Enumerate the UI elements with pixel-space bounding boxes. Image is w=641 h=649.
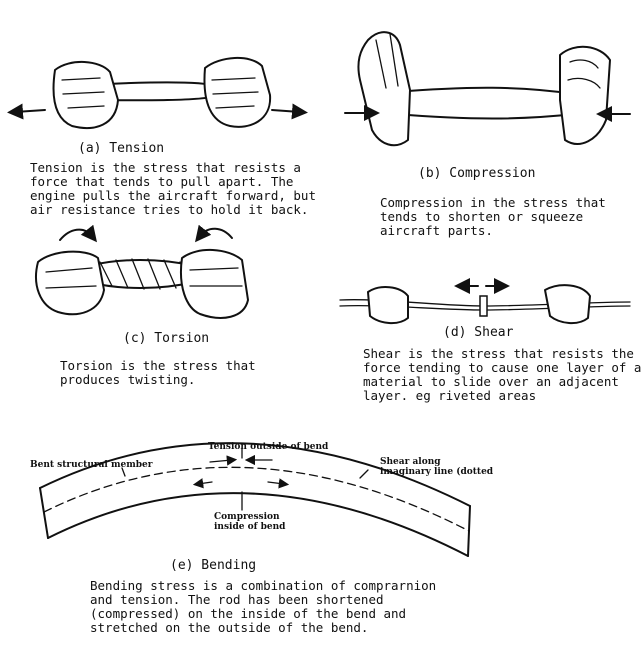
- tension-line-4: air resistance tries to hold it back.: [30, 202, 309, 217]
- bending-label-member: Bent structural member: [30, 460, 153, 470]
- bending-label-compression-line-2: inside of bend: [214, 522, 286, 532]
- tension-caption: (a) Tension: [78, 141, 165, 156]
- compression-line-2: tends to shorten or squeeze: [380, 209, 584, 224]
- bending-label-tension: Tension outside of bend: [208, 442, 329, 452]
- bending-label-shear-line-2: imaginary line (dotted: [380, 467, 494, 477]
- bending-line-1: Bending stress is a combination of compr…: [90, 578, 437, 593]
- torsion-line-1: Torsion is the stress that: [60, 358, 256, 373]
- shear-line-3: material to slide over an adjacent: [363, 374, 619, 389]
- compression-illustration: [344, 31, 631, 147]
- bending-caption: (e) Bending: [170, 558, 257, 573]
- torsion-illustration: [35, 224, 249, 319]
- tension-line-2: force that tends to pull apart. The: [30, 174, 294, 189]
- tension-illustration: [7, 56, 308, 130]
- shear-caption: (d) Shear: [443, 325, 514, 340]
- bending-label-compression-line-1: Compression: [214, 512, 280, 522]
- shear-line-1: Shear is the stress that resists the: [363, 346, 634, 361]
- tension-line-3: engine pulls the aircraft forward, but: [30, 188, 316, 203]
- shear-line-4: layer. eg riveted areas: [363, 388, 537, 403]
- bending-illustration: [39, 442, 471, 557]
- shear-line-2: force tending to cause one layer of a: [363, 360, 641, 375]
- bending-line-4: stretched on the outside of the bend.: [90, 620, 369, 635]
- torsion-caption: (c) Torsion: [123, 331, 210, 346]
- tension-line-1: Tension is the stress that resists a: [30, 160, 301, 175]
- bending-line-3: (compressed) on the inside of the bend a…: [90, 606, 407, 621]
- bending-label-shear-line-1: Shear along: [380, 457, 441, 467]
- shear-illustration: [339, 278, 631, 324]
- compression-line-3: aircraft parts.: [380, 223, 493, 238]
- compression-line-1: Compression in the stress that: [380, 195, 606, 210]
- torsion-line-2: produces twisting.: [60, 372, 196, 387]
- bending-line-2: and tension. The rod has been shortened: [90, 592, 384, 607]
- compression-caption: (b) Compression: [418, 166, 536, 181]
